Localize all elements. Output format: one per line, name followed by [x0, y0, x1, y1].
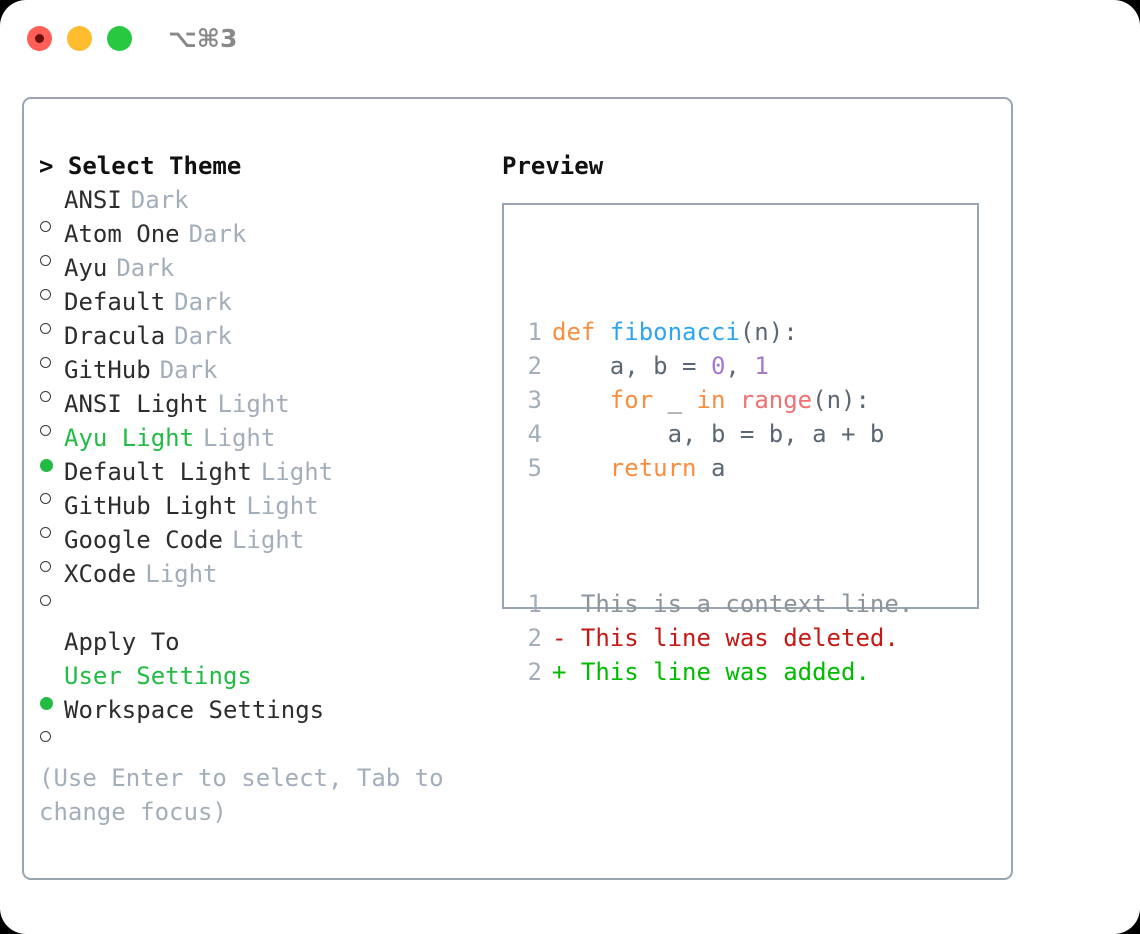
- theme-variant-badge: Light: [217, 390, 290, 418]
- keyboard-shortcut-label: ⌥⌘3: [168, 24, 238, 53]
- apply-to-label: Workspace Settings: [64, 696, 325, 724]
- code-token: (n):: [812, 386, 870, 414]
- code-token: 1: [754, 352, 769, 380]
- line-number: 5: [527, 454, 542, 482]
- code-line: 4 a, b = b, a + b: [520, 417, 913, 451]
- line-number: 2: [527, 352, 542, 380]
- code-line: 1 def fibonacci(n):: [520, 315, 913, 349]
- theme-list-item[interactable]: Ayu Light Light: [39, 421, 479, 472]
- theme-list-item[interactable]: Default Light Light: [39, 455, 479, 504]
- theme-list-item[interactable]: ANSI Dark: [39, 183, 479, 232]
- diff-sign: -: [552, 624, 581, 652]
- theme-variant-badge: Light: [203, 424, 276, 452]
- close-button[interactable]: [27, 26, 52, 51]
- line-number: 1: [527, 318, 542, 346]
- theme-list-item[interactable]: Ayu Dark: [39, 251, 479, 300]
- theme-variant-badge: Dark: [174, 288, 232, 316]
- theme-list-item[interactable]: GitHub Light Light: [39, 489, 479, 538]
- title-bar: ⌥⌘3: [0, 0, 1140, 78]
- theme-variant-badge: Light: [260, 458, 334, 486]
- code-line: 3 for _ in range(n):: [520, 383, 913, 417]
- theme-name: Ayu: [64, 254, 108, 282]
- theme-variant-badge: Dark: [116, 254, 175, 282]
- theme-list-item[interactable]: GitHub Dark: [39, 353, 479, 402]
- diff-line: 2- This line was deleted.: [520, 621, 913, 655]
- theme-name: Dracula: [64, 322, 166, 350]
- theme-name: Atom One: [64, 220, 180, 248]
- code-token: in: [696, 386, 726, 414]
- code-token: ,: [725, 352, 755, 380]
- theme-name: Default Light: [64, 458, 252, 486]
- code-token: a, b =: [552, 352, 711, 380]
- code-token: a, b = b, a + b: [552, 420, 885, 448]
- line-number: 4: [527, 420, 542, 448]
- code-token: range: [739, 386, 813, 414]
- line-number: 3: [527, 386, 542, 414]
- theme-name: GitHub Light: [64, 492, 238, 520]
- theme-name: GitHub: [64, 356, 151, 384]
- apply-to-header: Apply To: [64, 628, 180, 656]
- preview-title: Preview: [502, 152, 604, 180]
- line-number: 2: [527, 658, 542, 686]
- theme-list-item[interactable]: XCode Light: [39, 557, 479, 606]
- apply-to-item[interactable]: User Settings: [39, 659, 479, 710]
- code-token: return: [609, 454, 697, 482]
- code-token: def: [552, 318, 610, 346]
- theme-list-item[interactable]: Google Code Light: [39, 523, 479, 572]
- theme-name: ANSI: [64, 186, 122, 214]
- list-spacer: [39, 591, 479, 625]
- keyboard-hint-text: (Use Enter to select, Tab to change focu…: [39, 764, 459, 826]
- code-token: fibonacci: [609, 318, 740, 346]
- theme-list-item[interactable]: ANSI Light Light: [39, 387, 479, 436]
- code-token: for: [609, 386, 654, 414]
- minimize-button[interactable]: [67, 26, 92, 51]
- diff-lines: 1 This is a context line.2- This line wa…: [520, 587, 914, 689]
- theme-name: Google Code: [64, 526, 223, 554]
- theme-variant-badge: Light: [231, 526, 305, 554]
- select-theme-title: > Select Theme: [39, 152, 242, 180]
- theme-variant-badge: Dark: [159, 356, 218, 384]
- line-number: 2: [527, 624, 542, 652]
- diff-line: 1 This is a context line.: [520, 587, 914, 621]
- apply-to-item[interactable]: Workspace Settings: [39, 693, 479, 742]
- code-token: [725, 386, 739, 414]
- code-token: a: [696, 454, 726, 482]
- code-token: _: [653, 386, 697, 414]
- diff-sign: [552, 590, 581, 618]
- theme-list-item[interactable]: Default Dark: [39, 285, 479, 334]
- theme-name: Default: [64, 288, 166, 316]
- theme-name: ANSI Light: [64, 390, 209, 418]
- apply-to-label: User Settings: [64, 662, 252, 690]
- theme-list-item[interactable]: Dracula Dark: [39, 319, 479, 368]
- theme-list-item[interactable]: Atom One Dark: [39, 217, 479, 266]
- theme-variant-badge: Light: [246, 492, 319, 520]
- code-line: 2 a, b = 0, 1: [520, 349, 913, 383]
- maximize-button[interactable]: [107, 26, 132, 51]
- line-number: 1: [527, 590, 542, 618]
- theme-variant-badge: Dark: [130, 186, 189, 214]
- theme-name: Ayu Light: [64, 424, 195, 452]
- diff-sign: +: [552, 658, 581, 686]
- code-token: [552, 386, 610, 414]
- theme-variant-badge: Dark: [188, 220, 247, 248]
- code-line: 5 return a: [520, 451, 913, 485]
- diff-line: 2 + This line was added.: [520, 655, 913, 689]
- code-token: (n):: [739, 318, 798, 346]
- diff-text: This is a context line.: [580, 590, 914, 618]
- code-token: [552, 454, 610, 482]
- theme-name: XCode: [64, 560, 137, 588]
- code-token: 0: [710, 352, 726, 380]
- diff-text: This line was deleted.: [580, 624, 899, 652]
- theme-variant-badge: Light: [145, 560, 218, 588]
- theme-variant-badge: Dark: [174, 322, 232, 350]
- diff-text: This line was added.: [580, 658, 870, 686]
